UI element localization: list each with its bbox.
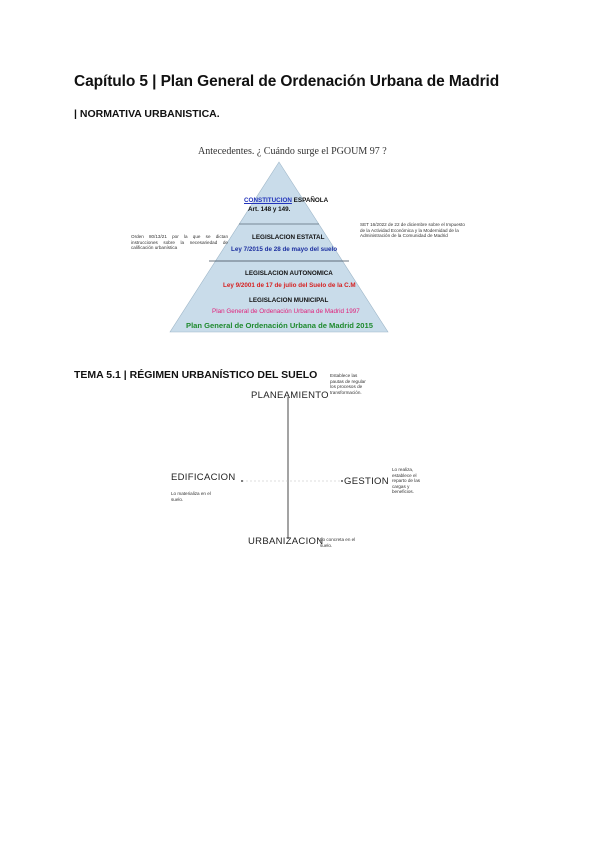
level1-title-rest: ESPAÑOLA — [291, 197, 329, 204]
level2-law: Ley 7/2015 de 28 de mayo del suelo — [231, 246, 338, 253]
chapter-title: Capítulo 5 | Plan General de Ordenación … — [74, 73, 500, 90]
pyramid-caption: Antecedentes. ¿ Cuándo surge el PGOUM 97… — [198, 146, 387, 157]
constitucion-link[interactable]: CONSTITUCION — [244, 197, 292, 204]
diagram-axes — [241, 397, 343, 539]
level2-title: LEGISLACION ESTATAL — [252, 234, 325, 241]
pyramid-graphic — [169, 161, 389, 333]
level4-plan-2015: Plan General de Ordenación Urbana de Mad… — [186, 321, 373, 330]
pyramid-right-note: SET 16/2022 de 22 de diciembre sobre el … — [360, 222, 465, 239]
diagram-note-gestion: Lo realiza, establece el reparto de las … — [392, 467, 421, 495]
level4-title: LEGISLACION MUNICIPAL — [249, 297, 329, 304]
diagram-note-planeamiento: Establece las pautas de regular los proc… — [330, 373, 366, 395]
diagram-note-urbanizacion: Lo concreta en el suelo. — [320, 537, 356, 548]
diagram-label-urbanizacion: URBANIZACION — [248, 536, 324, 547]
pyramid-left-note: Orden 80/13/21 por la que se dictan inst… — [131, 234, 228, 251]
pyramid-shape — [169, 161, 389, 333]
diagram-label-gestion: GESTION — [344, 476, 389, 487]
level1-articles: Art. 148 y 149. — [248, 206, 291, 213]
level1-title: CONSTITUCION ESPAÑOLA — [244, 197, 328, 204]
axis-right-dot — [341, 480, 343, 482]
axis-left-dot — [241, 480, 243, 482]
diagram-label-edificacion: EDIFICACION — [171, 472, 236, 483]
level3-law: Ley 9/2001 de 17 de julio del Suelo de l… — [223, 282, 356, 289]
section-title-normativa: | NORMATIVA URBANISTICA. — [74, 108, 220, 120]
level4-plan-1997: Plan General de Ordenación Urbana de Mad… — [212, 308, 360, 315]
diagram-note-edificacion: Lo materializa en el suelo. — [171, 491, 211, 502]
section-title-regimen: TEMA 5.1 | RÉGIMEN URBANÍSTICO DEL SUELO — [74, 369, 318, 381]
diagram-label-planeamiento: PLANEAMIENTO — [251, 390, 329, 401]
level3-title: LEGISLACION AUTONOMICA — [245, 270, 333, 277]
